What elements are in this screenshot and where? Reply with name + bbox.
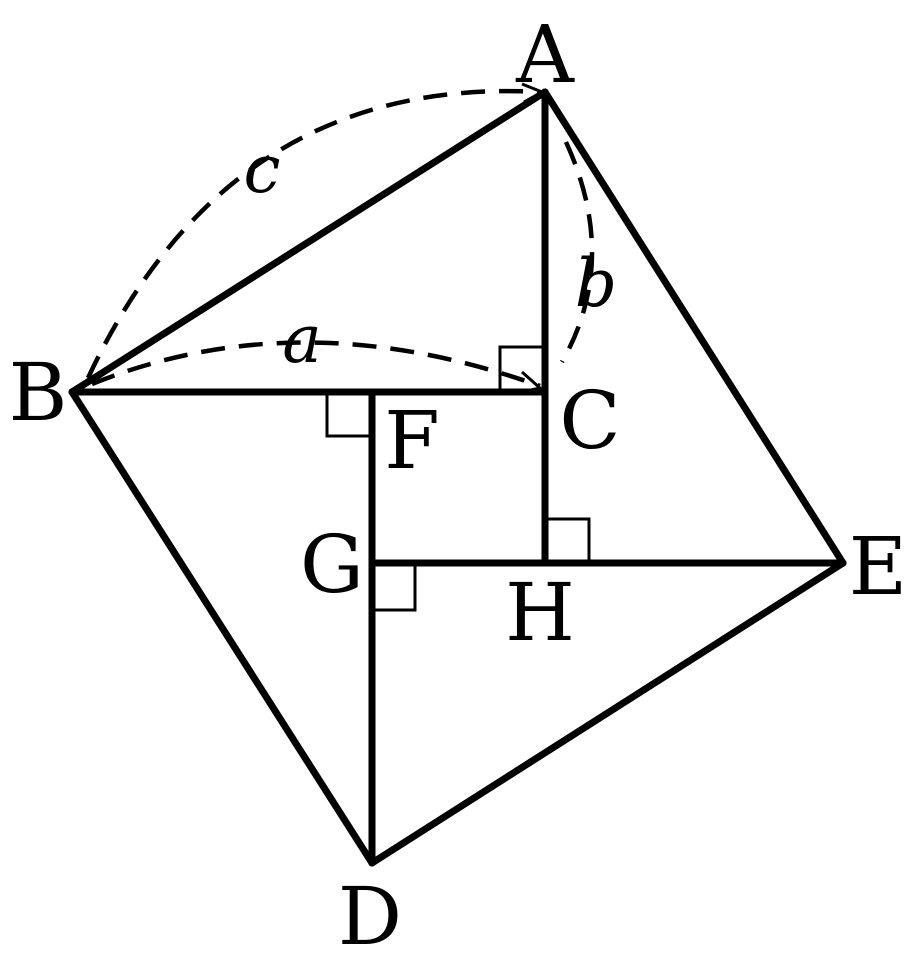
label-point-B: B	[9, 346, 68, 439]
arrowhead-a	[521, 370, 544, 394]
label-length-a: a	[282, 301, 321, 378]
right-angle-marker-G	[372, 563, 417, 612]
length-arc-b	[560, 141, 595, 364]
arrowhead-c	[521, 82, 546, 104]
label-point-C: C	[559, 374, 620, 467]
label-length-c: c	[244, 131, 281, 208]
segment-EA	[541, 88, 847, 567]
segment-BD	[68, 388, 376, 867]
label-point-G: G	[300, 518, 364, 611]
label-point-A: A	[515, 8, 575, 101]
label-point-D: D	[338, 870, 402, 963]
right-angle-marker-F	[325, 392, 372, 438]
label-point-E: E	[849, 520, 907, 613]
segment-AB	[68, 88, 549, 396]
right-angle-marker-C	[498, 345, 545, 392]
right-angle-marker-H	[545, 517, 591, 563]
label-point-F: F	[384, 394, 440, 487]
segment-DE	[368, 559, 847, 867]
length-arc-c	[85, 88, 541, 379]
label-length-b: b	[575, 245, 617, 322]
length-arc-a	[91, 340, 541, 389]
label-point-H: H	[505, 566, 575, 659]
